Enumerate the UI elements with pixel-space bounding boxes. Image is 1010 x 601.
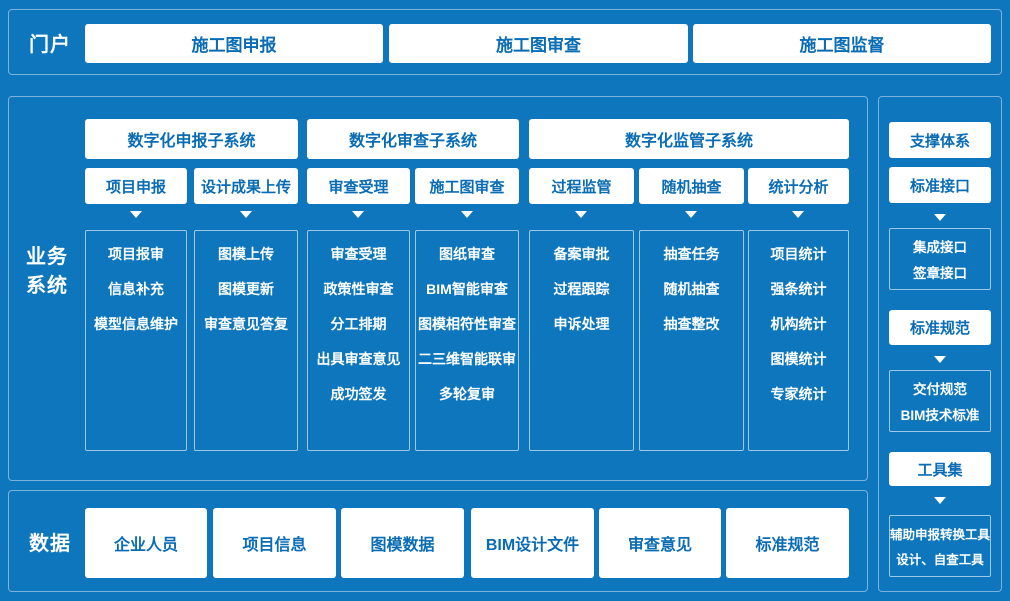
- module-item-list: 项目统计 强条统计 机构统计 图模统计 专家统计: [748, 230, 849, 451]
- module-header-random-check: 随机抽查: [639, 168, 744, 204]
- business-systems-panel: 业务系统 数字化申报子系统 数字化审查子系统 数字化监管子系统 项目申报 设计成…: [8, 96, 868, 481]
- support-item: 设计、自查工具: [896, 553, 984, 567]
- arrow-down-icon: [685, 211, 697, 218]
- data-panel: 数据 企业人员 项目信息 图模数据 BIM设计文件 审查意见 标准规范: [8, 490, 868, 592]
- support-item: BIM技术标准: [900, 408, 980, 423]
- module-item: 政策性审查: [323, 281, 394, 297]
- portal-label: 门户: [29, 33, 71, 56]
- module-header-review-accept: 审查受理: [307, 168, 410, 204]
- portal-item-declare: 施工图申报: [85, 24, 383, 63]
- support-item: 集成接口: [913, 240, 967, 255]
- support-item: 辅助申报转换工具: [890, 528, 991, 542]
- module-header-project-declare: 项目申报: [85, 168, 187, 204]
- module-item: 二三维智能联审: [418, 351, 516, 367]
- arrow-down-icon: [352, 211, 364, 218]
- support-item: 签章接口: [913, 266, 967, 281]
- module-item-list: 抽查任务 随机抽查 抽查整改: [639, 230, 744, 451]
- module-item: 项目统计: [770, 246, 827, 262]
- module-item-list: 审查受理 政策性审查 分工排期 出具审查意见 成功签发: [307, 230, 410, 451]
- module-item: 申诉处理: [553, 316, 610, 332]
- arrow-down-icon: [461, 211, 473, 218]
- module-item: 图纸审查: [439, 246, 495, 262]
- module-item: 图模统计: [770, 351, 827, 367]
- module-item: 强条统计: [770, 281, 827, 297]
- module-item: 出具审查意见: [316, 351, 401, 367]
- subsystem-title-review: 数字化审查子系统: [307, 119, 519, 159]
- support-group-items: 集成接口 签章接口: [889, 228, 991, 290]
- support-group-title-standard-interface: 标准接口: [889, 167, 991, 203]
- support-group-items: 辅助申报转换工具 设计、自查工具: [889, 515, 991, 577]
- module-item: 多轮复审: [439, 386, 495, 402]
- module-header-design-upload: 设计成果上传: [194, 168, 298, 204]
- module-header-statistics: 统计分析: [748, 168, 849, 204]
- module-item: 抽查任务: [663, 246, 720, 262]
- subsystem-title-declare: 数字化申报子系统: [85, 119, 298, 159]
- module-item: 成功签发: [330, 386, 387, 402]
- module-item-list: 备案审批 过程跟踪 申诉处理: [529, 230, 634, 451]
- subsystem-title-supervise: 数字化监管子系统: [529, 119, 849, 159]
- module-item: 备案审批: [553, 246, 610, 262]
- data-item-enterprise-staff: 企业人员: [85, 508, 207, 578]
- arrow-down-icon: [575, 211, 587, 218]
- arrow-down-icon: [792, 211, 804, 218]
- data-item-review-opinions: 审查意见: [599, 508, 721, 578]
- portal-item-review: 施工图审查: [389, 24, 688, 63]
- module-item-list: 项目报审 信息补充 模型信息维护: [85, 230, 187, 451]
- module-item: 机构统计: [770, 316, 827, 332]
- module-item: 专家统计: [770, 386, 827, 402]
- module-item: 信息补充: [108, 281, 164, 297]
- module-item: 分工排期: [330, 316, 387, 332]
- support-group-title-standards: 标准规范: [889, 310, 991, 345]
- module-item-list: 图模上传 图模更新 审查意见答复: [194, 230, 298, 451]
- support-item: 交付规范: [913, 382, 967, 397]
- module-item: 模型信息维护: [94, 316, 178, 332]
- module-item: BIM智能审查: [426, 281, 508, 297]
- arrow-down-icon: [240, 211, 252, 218]
- module-header-process-supervise: 过程监管: [529, 168, 634, 204]
- arrow-down-icon: [130, 211, 142, 218]
- data-item-standards: 标准规范: [726, 508, 849, 578]
- data-item-project-info: 项目信息: [213, 508, 336, 578]
- portal-panel: 门户 施工图申报 施工图审查 施工图监督: [8, 9, 1002, 75]
- arrow-down-icon: [934, 497, 946, 504]
- support-group-title-toolset: 工具集: [889, 452, 991, 486]
- data-item-bim-files: BIM设计文件: [471, 508, 594, 578]
- module-item: 审查意见答复: [204, 316, 288, 332]
- data-item-model-data: 图模数据: [341, 508, 464, 578]
- arrow-down-icon: [934, 214, 946, 221]
- module-item: 审查受理: [330, 246, 387, 262]
- module-item: 项目报审: [108, 246, 164, 262]
- support-panel: 支撑体系 标准接口 集成接口 签章接口 标准规范 交付规范 BIM技术标准 工具…: [878, 96, 1002, 592]
- arrow-down-icon: [934, 356, 946, 363]
- module-item: 随机抽查: [663, 281, 720, 297]
- portal-item-supervise: 施工图监督: [693, 24, 991, 63]
- module-item: 图模更新: [218, 281, 274, 297]
- data-label: 数据: [29, 532, 71, 555]
- business-systems-label: 业务系统: [26, 246, 68, 297]
- module-item: 图模相符性审查: [418, 316, 516, 332]
- module-item-list: 图纸审查 BIM智能审查 图模相符性审查 二三维智能联审 多轮复审: [415, 230, 519, 451]
- support-title: 支撑体系: [889, 122, 991, 158]
- module-header-drawing-review: 施工图审查: [415, 168, 519, 204]
- module-item: 过程跟踪: [553, 281, 610, 297]
- module-item: 图模上传: [218, 246, 274, 262]
- support-group-items: 交付规范 BIM技术标准: [889, 370, 991, 432]
- module-item: 抽查整改: [663, 316, 720, 332]
